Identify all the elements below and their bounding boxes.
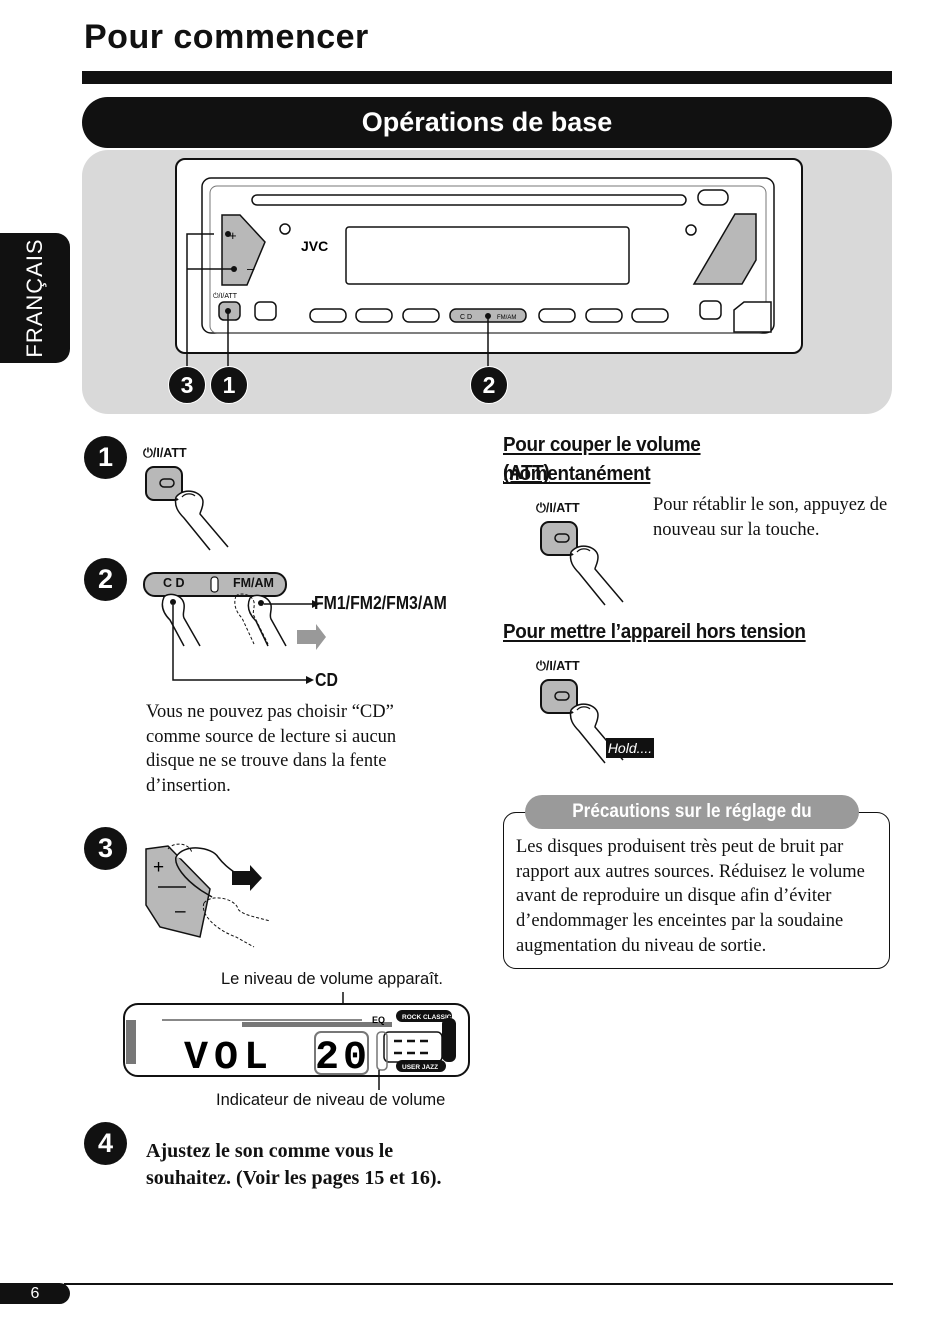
callout-2: 2 [470, 366, 508, 404]
title-rule [82, 71, 892, 84]
volume-caption-bottom: Indicateur de niveau de volume [216, 1091, 446, 1109]
cd-source-label: CD [315, 670, 338, 690]
svg-text:+: + [229, 228, 237, 243]
step1-button-label: ⏻/I/ATT [143, 446, 187, 460]
step3-volume-illustration: + – [145, 843, 271, 948]
power-off-button-label: ⏻/I/ATT [536, 659, 580, 673]
page-title: Pour commencer [84, 18, 369, 56]
lcd-vol-text: VOL [184, 1036, 274, 1081]
svg-text:USER JAZZ: USER JAZZ [402, 1064, 438, 1071]
step4-text: Ajustez le son comme vous le souhaitez. … [146, 1140, 442, 1189]
svg-text:+: + [153, 857, 164, 878]
svg-text:⏻/I/ATT: ⏻/I/ATT [213, 292, 238, 300]
step-number-3: 3 [84, 827, 127, 870]
footer-rule [64, 1283, 893, 1285]
att-press-illustration [540, 521, 624, 606]
step1-press-illustration [145, 466, 229, 551]
step-number-1: 1 [84, 436, 127, 479]
fm-band-label: FM1/FM2/FM3/AM [314, 593, 447, 613]
page-number: 6 [0, 1283, 70, 1304]
svg-text:–: – [175, 901, 186, 922]
step2-source-illustration [143, 572, 326, 684]
step2-cd-button-label: C D [163, 576, 185, 590]
hold-badge: Hold.... [606, 738, 654, 758]
section-banner: Opérations de base [82, 97, 892, 148]
att-button-label: ⏻/I/ATT [536, 501, 580, 515]
att-heading-line1: Pour couper le volume momentanément [503, 433, 701, 485]
callout-1: 1 [210, 366, 248, 404]
power-off-heading: Pour mettre l’appareil hors tension [503, 620, 806, 643]
step-number-2: 2 [84, 558, 127, 601]
brand-logo: JVC [301, 238, 328, 254]
svg-text:–: – [247, 261, 255, 276]
caution-text: Les disques produisent très peut de brui… [516, 837, 865, 956]
volume-caption-top: Le niveau de volume apparaît. [221, 970, 443, 988]
step2-fm-button-label: FM/AM [233, 576, 274, 590]
step2-note: Vous ne pouvez pas choisir “CD” comme so… [146, 702, 397, 797]
lcd-display: EQ ROCK CLASSIC USER JAZZ VOL 20 [123, 992, 470, 1090]
step-number-4: 4 [84, 1122, 127, 1165]
caution-title: Précautions sur le réglage du volume: [525, 795, 859, 856]
svg-text:FM/AM: FM/AM [497, 315, 516, 321]
caution-title-text: Précautions sur le réglage du volume: [572, 801, 812, 856]
att-text: Pour rétablir le son, appuyez de nouveau… [653, 495, 888, 540]
svg-text:ROCK CLASSIC: ROCK CLASSIC [402, 1014, 452, 1021]
svg-text:C D: C D [460, 314, 472, 321]
language-tab: FRANÇAIS [0, 233, 70, 363]
svg-text:EQ: EQ [372, 1015, 385, 1025]
att-heading-line2: (ATT) [503, 461, 550, 484]
callout-3: 3 [168, 366, 206, 404]
device-illustration: JVC + – ⏻/I/ATT C D FM/AM [82, 150, 892, 414]
language-tab-label: FRANÇAIS [22, 238, 47, 358]
